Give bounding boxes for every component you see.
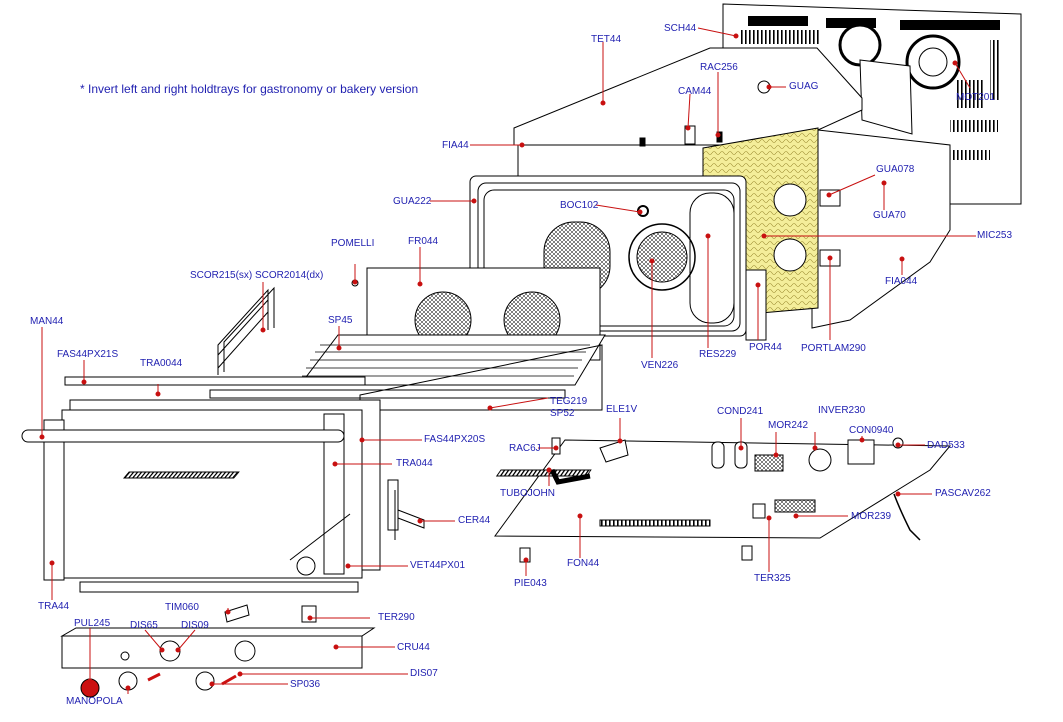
label-fia44: FIA44: [442, 140, 469, 151]
label-cond241: COND241: [717, 406, 764, 417]
label-fia044: FIA044: [885, 276, 918, 287]
label-tra044: TRA044: [396, 458, 433, 469]
version-note: * Invert left and right holdtrays for ga…: [80, 82, 419, 96]
label-ele1v: ELE1V: [606, 404, 638, 415]
door-assembly: [21, 399, 381, 593]
label-vet44px01: VET44PX01: [410, 560, 466, 571]
label-teg219: TEG219: [550, 396, 588, 407]
label-sp52: SP52: [550, 408, 575, 419]
label-mic253: MIC253: [977, 230, 1013, 241]
label-tim060: TIM060: [165, 602, 199, 613]
label-dis65: DIS65: [130, 620, 158, 631]
label-man44: MAN44: [30, 316, 64, 327]
label-mor239: MOR239: [851, 511, 892, 522]
grid-rack: [298, 334, 606, 386]
label-pul245: PUL245: [74, 618, 111, 629]
label-dis07: DIS07: [410, 668, 438, 679]
label-sp45: SP45: [328, 315, 353, 326]
label-sch44: SCH44: [664, 23, 697, 34]
label-mor242: MOR242: [768, 420, 809, 431]
label-mot201: MOT201: [956, 92, 995, 103]
label-rac6j: RAC6J: [509, 443, 541, 454]
tray-upper: [64, 376, 366, 386]
top-cover: [513, 47, 863, 180]
label-con0940: CON0940: [849, 425, 894, 436]
base-plate: [122, 437, 952, 563]
label-res229: RES229: [699, 349, 737, 360]
label-fr044: FR044: [408, 236, 439, 247]
label-guag: GUAG: [789, 81, 819, 92]
label-cru44: CRU44: [397, 642, 430, 653]
label-inver230: INVER230: [818, 405, 866, 416]
label-dis09: DIS09: [181, 620, 209, 631]
label-cam44: CAM44: [678, 86, 712, 97]
label-rac256: RAC256: [700, 62, 738, 73]
control-strip: [745, 269, 767, 341]
label-gua078: GUA078: [876, 164, 915, 175]
label-dad533: DAD533: [927, 440, 965, 451]
label-portlam290: PORTLAM290: [801, 343, 866, 354]
control-panel: [60, 604, 376, 698]
label-cer44: CER44: [458, 515, 491, 526]
label-tet44: TET44: [591, 34, 622, 45]
label-boc102: BOC102: [560, 200, 599, 211]
label-ven226: VEN226: [641, 360, 679, 371]
right-side-panel: [811, 129, 951, 329]
label-ter290: TER290: [378, 612, 415, 623]
label-por44: POR44: [749, 342, 782, 353]
side-rack: [217, 286, 275, 375]
label-ter325: TER325: [754, 573, 791, 584]
label-scor: SCOR215(sx) SCOR2014(dx): [190, 270, 324, 281]
label-pascav262: PASCAV262: [935, 488, 991, 499]
label-manopola: MANOPOLA: [66, 696, 123, 707]
label-gua70: GUA70: [873, 210, 906, 221]
label-sp036: SP036: [290, 679, 321, 690]
label-gua222: GUA222: [393, 196, 432, 207]
label-tra44: TRA44: [38, 601, 70, 612]
label-fon44: FON44: [567, 558, 600, 569]
door-handle: [21, 429, 345, 443]
label-tra0044: TRA0044: [140, 358, 183, 369]
label-fas44px20s: FAS44PX20S: [424, 434, 486, 445]
tubojohn-pipe: [549, 468, 591, 485]
label-tubojohn: TUBOJOHN: [500, 488, 555, 499]
label-pomelli: POMELLI: [331, 238, 375, 249]
label-pie043: PIE043: [514, 578, 547, 589]
tray-mid: [209, 389, 566, 399]
label-fas44px21s: FAS44PX21S: [57, 349, 119, 360]
hinge: [387, 479, 425, 540]
